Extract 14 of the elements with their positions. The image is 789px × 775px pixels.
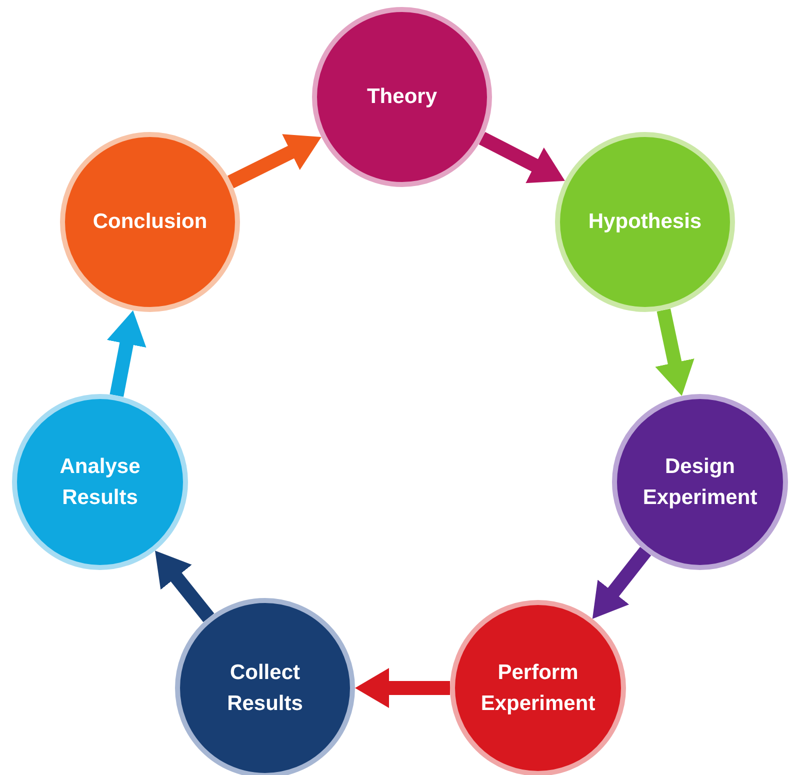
step-label: Collect Results [226, 660, 304, 717]
step-label: Perform Experiment [480, 660, 596, 717]
block-arrow [478, 132, 565, 184]
step-label: Hypothesis [587, 209, 703, 236]
step-label: Analyse Results [58, 454, 142, 511]
block-arrow [155, 550, 214, 622]
step-label: Conclusion [92, 209, 208, 236]
block-arrow [592, 546, 652, 619]
block-arrow [228, 134, 322, 188]
step-label: Theory [366, 84, 438, 110]
block-arrow [355, 668, 450, 708]
block-arrow [655, 308, 694, 396]
block-arrow [106, 310, 146, 397]
step-label: Design Experiment [642, 454, 758, 511]
